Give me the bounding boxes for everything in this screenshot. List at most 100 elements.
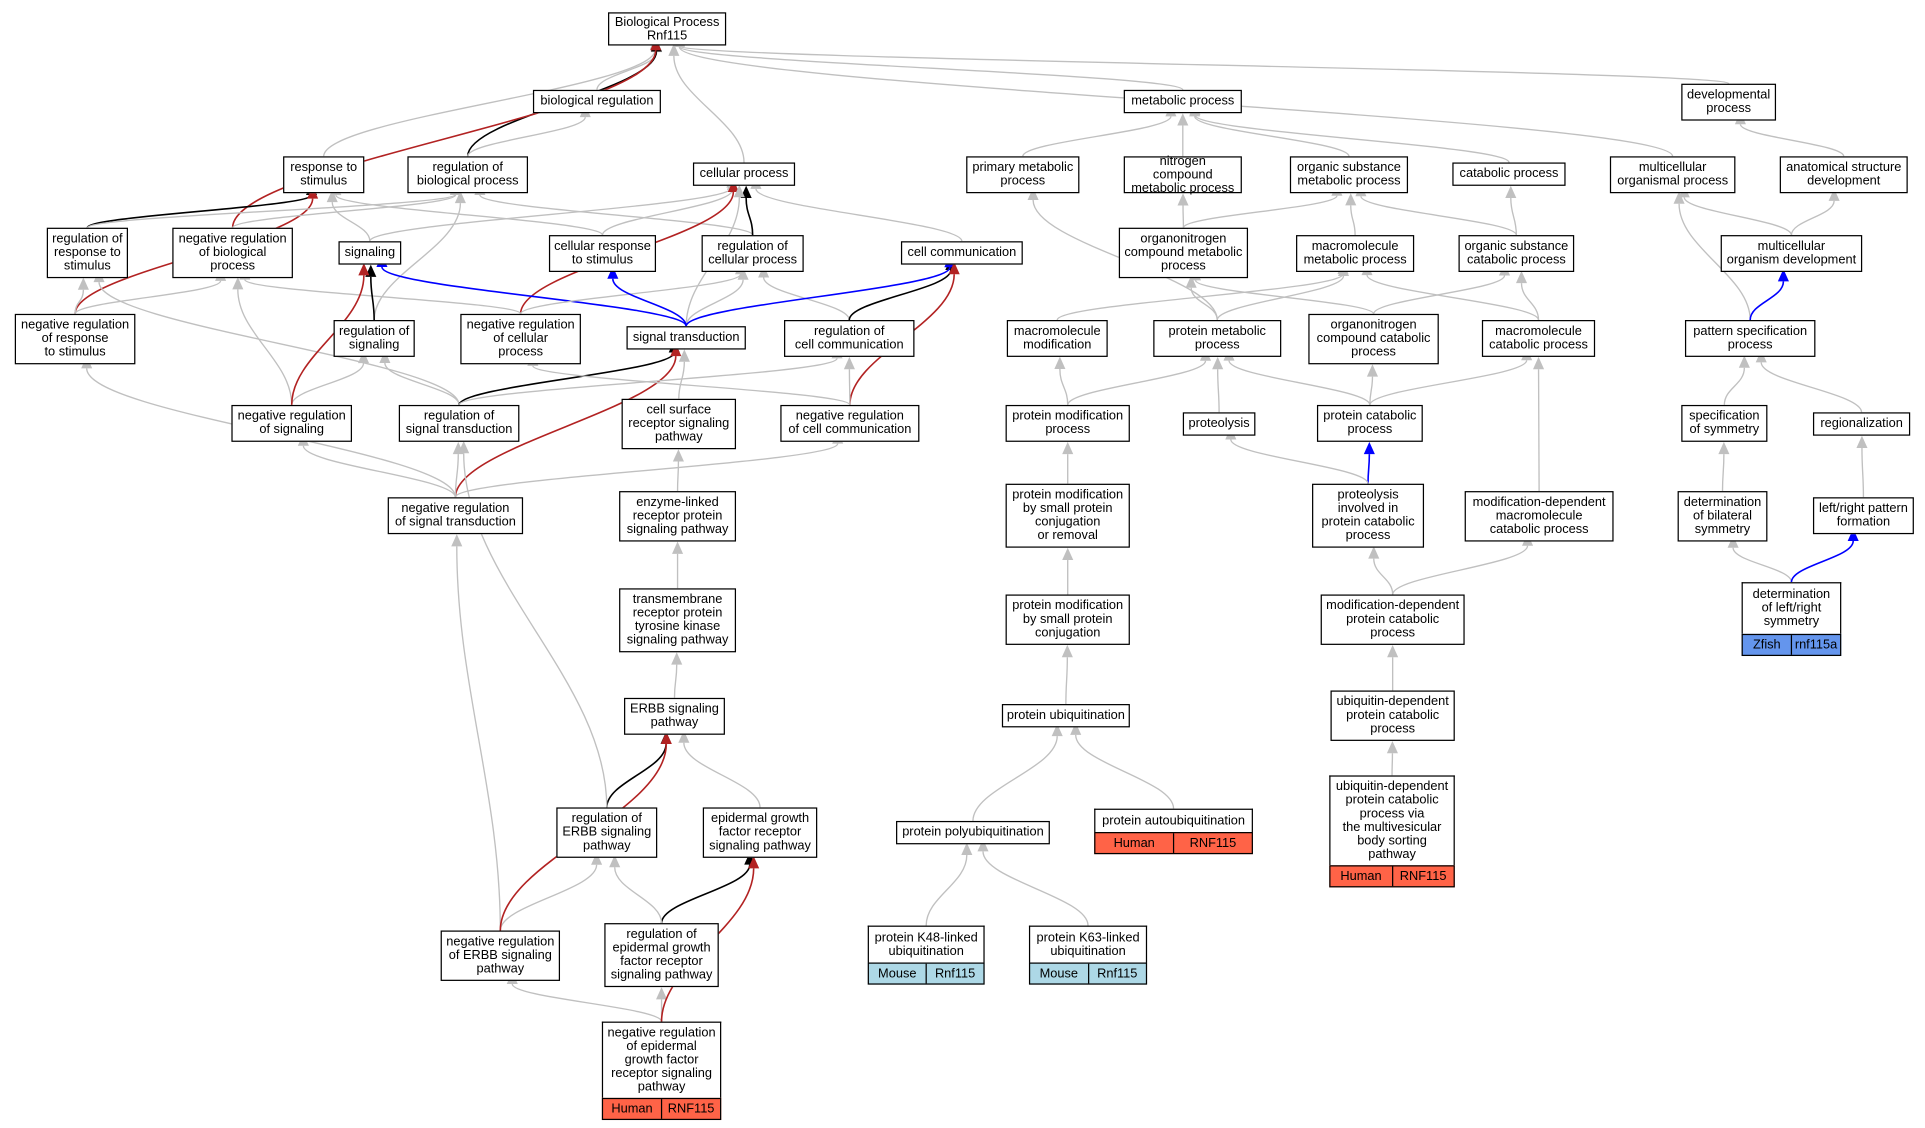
arrowhead <box>961 842 973 855</box>
go-term-protmod: protein modification process <box>1005 404 1130 442</box>
arrowhead <box>737 267 749 280</box>
arrowhead <box>1505 185 1517 199</box>
go-term-negregsigtrans: negative regulation of signal transducti… <box>387 497 524 535</box>
arrowhead <box>948 261 960 275</box>
arrowhead <box>1718 441 1730 455</box>
edge-regsig-to-signaling <box>370 276 375 321</box>
edge-bioreg-to-root <box>596 51 658 91</box>
go-term-negregsig: negative regulation of signaling <box>231 404 353 442</box>
edge-regsig-to-regbio <box>373 203 462 321</box>
go-term-catab: catabolic process <box>1452 162 1566 186</box>
arrowhead <box>1368 546 1380 559</box>
edge-signaling-to-resp <box>331 201 371 242</box>
edge-regsigtrans-to-regresp <box>98 282 460 406</box>
go-term-resp: response to stimulus <box>283 156 365 194</box>
go-term-pattern: pattern specification process <box>1684 320 1816 357</box>
edge-sigtrans-to-signaling <box>381 266 687 327</box>
edge-regerbb-to-erbb <box>605 743 667 808</box>
edge-proteolysis-to-protmet <box>1216 369 1220 413</box>
arrowhead <box>451 534 463 547</box>
edge-proteolysisinv-to-protcat <box>1367 454 1371 484</box>
go-term-negregegfr: negative regulation of epidermal growth … <box>601 1021 722 1098</box>
gene-cell: RNF115 <box>660 1099 720 1119</box>
go-term-protauto: protein autoubiquitination <box>1094 808 1253 833</box>
go-term-proteolysisinv: proteolysis involved in protein cataboli… <box>1312 483 1425 548</box>
arrowhead <box>1856 435 1868 449</box>
arrowhead <box>607 266 619 279</box>
arrowhead <box>1177 113 1189 126</box>
arrowhead <box>1051 723 1063 737</box>
go-term-macromod: macromolecule modification <box>1006 320 1108 357</box>
arrowhead <box>232 277 244 290</box>
arrowhead <box>1027 187 1039 200</box>
edge-macrocat-to-macromet <box>1366 274 1540 321</box>
arrowhead <box>1054 356 1066 369</box>
arrowhead <box>1847 528 1859 541</box>
go-term-transmem: transmembrane receptor protein tyrosine … <box>619 588 737 653</box>
edge-k48-to-protpoly <box>925 854 968 926</box>
arrowhead <box>1061 644 1073 658</box>
go-term-multi: multicellular organismal process <box>1609 156 1736 194</box>
arrowhead <box>1070 722 1082 735</box>
edge-moddepprot-to-proteolysisinv <box>1373 558 1394 595</box>
edge-cellcomm-to-cell <box>755 188 963 242</box>
go-term-protmodconj: protein modification by small protein co… <box>1005 594 1130 645</box>
arrowhead <box>1062 441 1074 455</box>
go-term-leftright: left/right pattern formation <box>1812 497 1914 535</box>
arrowhead <box>458 440 470 454</box>
edge-moddepmacro-to-macrocat <box>1537 369 1540 492</box>
arrowhead <box>609 854 621 868</box>
arrowhead <box>1062 547 1074 561</box>
go-term-negregresp: negative regulation of response to stimu… <box>14 313 136 365</box>
gene-cell: Rnf115 <box>925 963 984 984</box>
edge-negregresp-to-negregbio <box>74 280 222 315</box>
go-term-detbilat: determination of bilateral symmetry <box>1677 491 1768 542</box>
go-term-cellsurf: cell surface receptor signaling pathway <box>621 398 737 450</box>
go-term-ubimvb: ubiquitin-dependent protein catabolic pr… <box>1329 775 1455 866</box>
species-cell: Zfish <box>1752 638 1781 652</box>
species-cell: Mouse <box>878 966 917 981</box>
arrowhead <box>1366 364 1378 377</box>
arrowhead <box>1673 191 1685 204</box>
go-term-regcell: regulation of cellular process <box>701 235 804 273</box>
go-term-nitro: nitrogen compound metabolic process <box>1123 154 1242 195</box>
arrowhead <box>1345 193 1357 206</box>
species-cell: Human <box>611 1102 653 1116</box>
edge-negregerbb-to-regerbb <box>499 864 598 931</box>
go-term-negregcellcomm: negative regulation of cell communicatio… <box>780 404 920 442</box>
arrowhead <box>357 350 370 364</box>
go-term-sigtrans: signal transduction <box>626 326 746 350</box>
edge-orgnitro-to-orgsub <box>1182 195 1338 229</box>
gene-cell: Rnf115 <box>1087 963 1145 984</box>
arrowhead <box>656 987 668 1000</box>
edge-catab-to-metab <box>1194 114 1510 164</box>
go-term-regsig: regulation of signaling <box>333 320 415 357</box>
go-term-proteolysis: proteolysis <box>1182 412 1256 436</box>
edge-protmod-to-protmet <box>1067 360 1207 406</box>
arrowhead <box>977 839 989 852</box>
arrowhead <box>678 730 690 743</box>
edge-negregsig-to-signaling <box>290 275 365 405</box>
edge-sigtrans-to-cellresp <box>612 278 687 327</box>
arrowhead <box>1828 188 1840 201</box>
go-term-egfr: epidermal growth factor receptor signali… <box>702 807 818 858</box>
edge-detlr-to-leftright <box>1790 540 1854 583</box>
go-term-orgsubcat: organic substance catabolic process <box>1458 235 1575 273</box>
edge-protauto-to-protubi <box>1075 734 1175 809</box>
edge-erbb-to-transmem <box>673 664 678 698</box>
go-term-regerbb: regulation of ERBB signaling pathway <box>556 807 658 858</box>
edge-primmet-to-metab <box>1022 116 1172 157</box>
arrowhead <box>326 189 338 203</box>
arrowhead <box>672 541 684 554</box>
go-term-regegfr: regulation of epidermal growth factor re… <box>604 923 719 988</box>
edge-protmet-to-orgnitro <box>1190 287 1218 321</box>
go-term-protpoly: protein polyubiquitination <box>896 820 1050 845</box>
edge-negregegfr-to-negregerbb <box>511 983 663 1022</box>
arrowhead <box>1386 740 1398 754</box>
arrowhead <box>358 263 370 276</box>
arrowhead <box>672 449 684 462</box>
arrowhead <box>77 277 89 290</box>
edge-sigtrans-to-regcell <box>685 279 744 327</box>
arrowhead <box>1212 356 1224 370</box>
